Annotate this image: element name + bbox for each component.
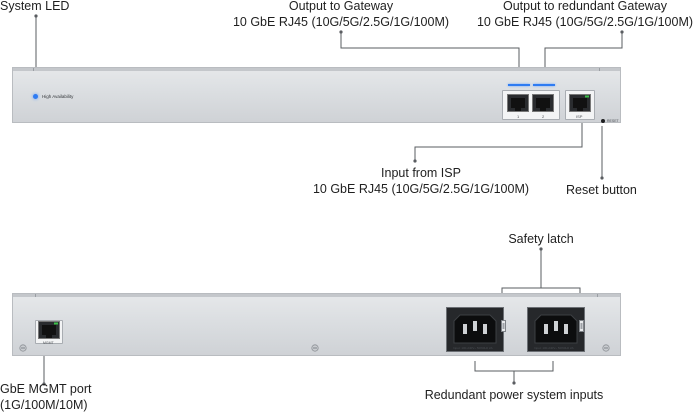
rear-panel-tick-left [35, 294, 36, 297]
rj45-port-icon[interactable] [507, 94, 529, 112]
rear-panel-tick-right [597, 294, 598, 297]
front-panel-top-edge [13, 68, 620, 71]
reset-button-text: Reset button [566, 183, 637, 197]
port-label-out2: 2 [542, 114, 545, 119]
mgmt-label: MGMT [43, 341, 54, 345]
front-panel-tick-right [599, 68, 600, 71]
screw-icon [602, 344, 610, 352]
port-label-out1: 1 [517, 114, 520, 119]
psu-label-2: Input: 100-240V~ 50/60Hz 2A [534, 346, 574, 350]
output-gateway-leader [340, 32, 520, 80]
redundant-power-callout: Redundant power system inputs [404, 387, 624, 403]
port-label-isp: ISP [576, 114, 583, 119]
front-panel-tick-left [33, 68, 34, 71]
rj45-port-icon[interactable] [569, 94, 591, 112]
output-gateway-status-bar [508, 84, 530, 86]
psu-label-1: Input: 100-240V~ 50/60Hz 2A [453, 346, 493, 350]
latch-icon[interactable] [501, 320, 506, 332]
output-gateway-callout: Output to Gateway 10 GbE RJ45 (10G/5G/2.… [226, 0, 456, 30]
input-isp-line2: 10 GbE RJ45 (10G/5G/2.5G/1G/100M) [312, 182, 530, 196]
input-isp-line1: Input from ISP [381, 166, 461, 180]
output-redundant-line2: 10 GbE RJ45 (10G/5G/2.5G/1G/100M) [476, 15, 694, 29]
mgmt-port-line2: (1G/100M/10M) [0, 398, 88, 412]
reset-button-callout: Reset button [566, 182, 637, 198]
rear-panel: MGMT Input: 100-240V~ 50/60Hz 2A Input: … [12, 293, 621, 356]
iec-c14-inlet-icon[interactable] [446, 307, 504, 352]
rj45-port-icon[interactable] [532, 94, 554, 112]
output-redundant-callout: Output to redundant Gateway 10 GbE RJ45 … [470, 0, 700, 30]
reset-button[interactable] [601, 119, 605, 123]
latch-icon[interactable] [579, 320, 584, 332]
system-led-text: System LED [0, 0, 70, 13]
output-redundant-leader [544, 32, 623, 80]
system-led [33, 94, 38, 99]
output-redundant-line1: Output to redundant Gateway [503, 0, 667, 13]
output-redundant-status-bar [533, 84, 555, 86]
output-gateway-line1: Output to Gateway [288, 0, 394, 13]
output-gateway-line2: 10 GbE RJ45 (10G/5G/2.5G/1G/100M) [232, 15, 450, 29]
screw-icon [19, 344, 27, 352]
mgmt-port-callout: GbE MGMT port (1G/100M/10M) [0, 381, 91, 413]
led-label: High Availability [42, 94, 74, 99]
redundant-power-bracket [474, 361, 554, 372]
mgmt-port-line1: GbE MGMT port [0, 382, 92, 396]
screw-icon [311, 344, 319, 352]
rj45-port-icon[interactable] [38, 321, 60, 339]
system-led-callout: System LED [0, 0, 69, 14]
redundant-power-text: Redundant power system inputs [424, 388, 604, 402]
rear-panel-top-edge [13, 294, 620, 297]
iec-c14-inlet-icon[interactable] [527, 307, 585, 352]
front-panel: High Availability 1 2 ISP RESET [12, 67, 621, 123]
reset-label: RESET [607, 119, 619, 123]
input-isp-leader [414, 122, 583, 162]
input-isp-callout: Input from ISP 10 GbE RJ45 (10G/5G/2.5G/… [306, 165, 536, 197]
safety-latch-text: Safety latch [508, 232, 574, 246]
safety-latch-callout: Safety latch [491, 231, 591, 247]
